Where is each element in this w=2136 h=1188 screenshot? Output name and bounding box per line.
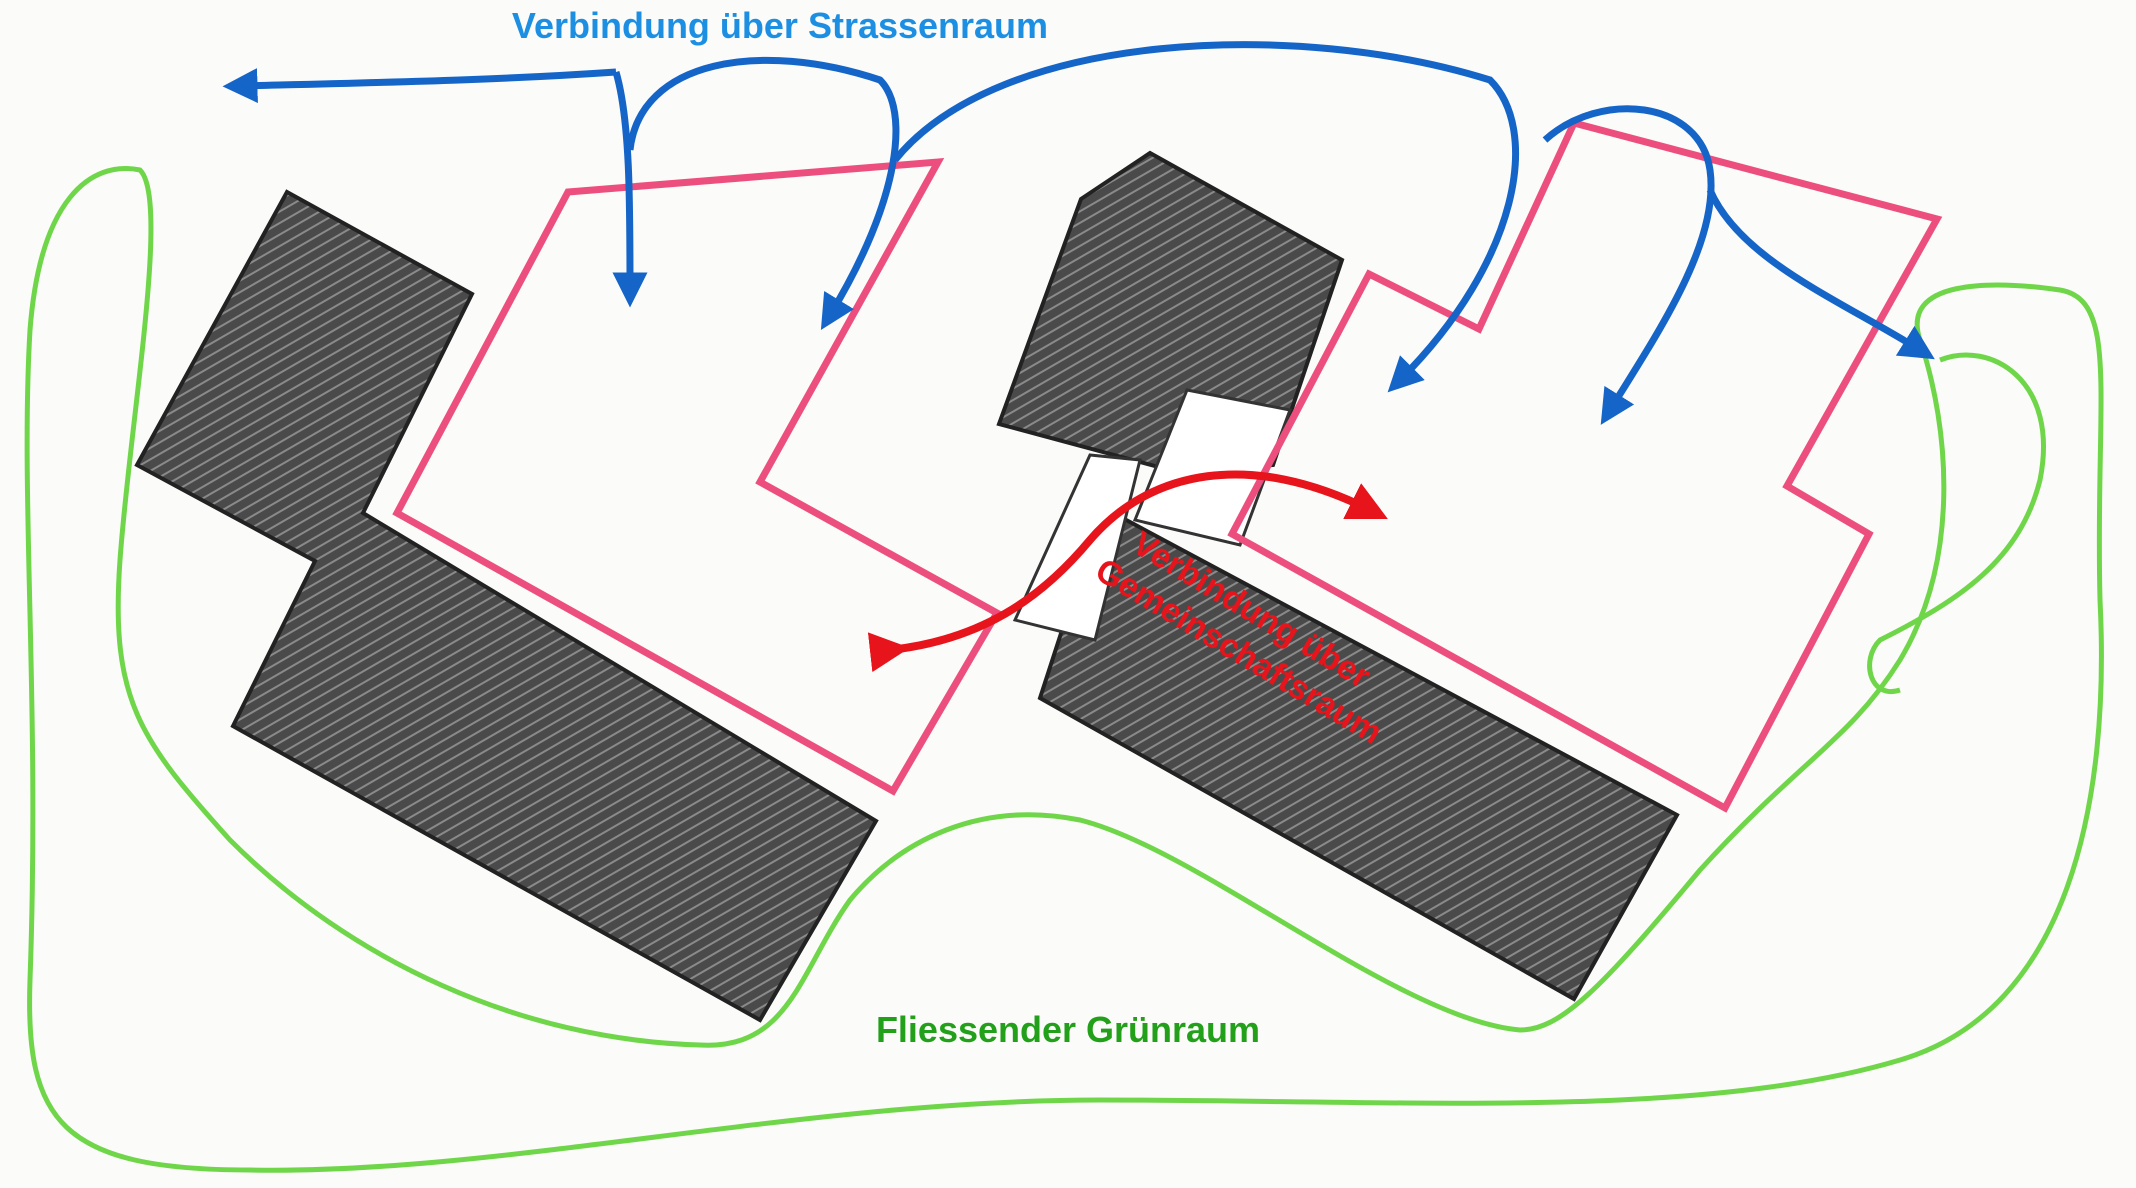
building-middle-top xyxy=(996,150,1345,475)
green-space-inner-loop xyxy=(1867,352,2046,695)
green-space-label: Fliessender Grünraum xyxy=(876,1009,1260,1050)
green-space-outline xyxy=(24,166,2104,1173)
community-connection-arrow xyxy=(867,470,1388,673)
street-connection-label: Verbindung über Strassenraum xyxy=(512,5,1048,46)
building-left xyxy=(134,189,879,1023)
street-connection-arrows xyxy=(222,41,1935,425)
plot-right xyxy=(1227,118,1943,813)
